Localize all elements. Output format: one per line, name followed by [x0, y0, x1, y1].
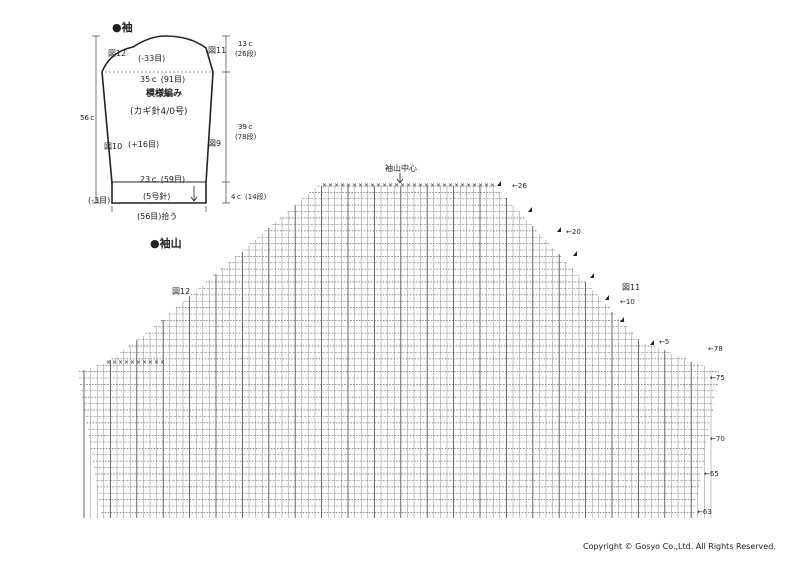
stitch-x-mark: × [400, 182, 405, 189]
stitch-x-mark: × [394, 182, 399, 189]
fig10-label: 図10 [104, 142, 123, 151]
cap-center-label: 袖山中心 [385, 164, 417, 173]
hook-label: (カギ針4/0号) [130, 107, 188, 117]
cuff-decrease: (-3目) [88, 196, 111, 205]
decrease-marker [590, 273, 594, 278]
row-number-label: ←78 [708, 345, 723, 353]
fig9-label: 図9 [208, 139, 222, 148]
stitch-x-mark: × [484, 182, 489, 189]
row-number-label: ←65 [704, 470, 719, 478]
stitch-x-mark: × [364, 182, 369, 189]
stitch-x-mark: × [340, 182, 345, 189]
stitch-x-mark: × [490, 182, 495, 189]
stitch-x-mark: × [454, 182, 459, 189]
stitch-x-mark: × [106, 359, 111, 366]
stitch-x-mark: × [382, 182, 387, 189]
top-dim-rows: (26段) [235, 50, 257, 58]
stitch-x-mark: × [352, 182, 357, 189]
decrease-marker [497, 181, 501, 186]
fig12-label: 図12 [108, 49, 127, 58]
decrease-marker [605, 295, 609, 300]
stitch-x-mark: × [388, 182, 393, 189]
stitch-x-mark: × [466, 182, 471, 189]
decrease-marker [620, 317, 624, 322]
bottom-dim: 4ｃ [231, 193, 243, 201]
chart-fig11-label: 図11 [622, 283, 641, 292]
stitch-x-mark: × [436, 182, 441, 189]
row-number-label: ←5 [659, 338, 670, 346]
stitch-x-mark: × [376, 182, 381, 189]
stitch-x-mark: × [472, 182, 477, 189]
stitch-x-mark: × [136, 359, 141, 366]
bottom-dim-rows: (14段) [245, 193, 267, 201]
row-number-label: ←70 [710, 435, 725, 443]
stitch-x-mark: × [442, 182, 447, 189]
stitch-x-mark: × [358, 182, 363, 189]
stitch-x-mark: × [148, 359, 153, 366]
top-width: 35ｃ (91目) [140, 75, 186, 84]
stitch-x-mark: × [370, 182, 375, 189]
decrease-marker [650, 340, 654, 345]
stitch-x-mark: × [112, 359, 117, 366]
stitch-x-mark: × [448, 182, 453, 189]
row-number-label: ←75 [710, 374, 725, 382]
stitch-x-mark: × [412, 182, 417, 189]
height-dim: 56ｃ [80, 114, 96, 122]
stitch-x-mark: × [124, 359, 129, 366]
mid-dim-rows: (78段) [235, 133, 257, 141]
row-number-label: ←63 [697, 508, 712, 516]
stitch-x-mark: × [130, 359, 135, 366]
bottom-width: 23ｃ (59目) [140, 175, 186, 184]
row-number-label: ←10 [620, 298, 635, 306]
fig11-label: 図11 [208, 46, 227, 55]
mid-dim: 39ｃ [238, 123, 254, 131]
decrease-marker [573, 251, 577, 256]
stitch-x-mark: × [424, 182, 429, 189]
chart-fig12-label: 図12 [172, 287, 191, 296]
stitch-x-mark: × [160, 359, 165, 366]
stitch-x-mark: × [346, 182, 351, 189]
decrease-marker [528, 207, 532, 212]
cuff-pickup: (56目)拾う [137, 212, 178, 221]
stitch-x-mark: × [142, 359, 147, 366]
stitch-x-mark: × [430, 182, 435, 189]
stitch-x-mark: × [154, 359, 159, 366]
stitch-x-mark: × [418, 182, 423, 189]
row-number-label: ←20 [566, 228, 581, 236]
stitch-x-mark: × [334, 182, 339, 189]
center-arrow [396, 173, 404, 184]
stitch-x-mark: × [406, 182, 411, 189]
sleeve-title: ●袖 [112, 21, 133, 34]
stitch-x-mark: × [118, 359, 123, 366]
row-number-label: ←26 [512, 182, 527, 190]
top-stitch-count: (-33目) [138, 54, 166, 63]
cuff-needle: (5号針) [143, 192, 171, 201]
top-dim: 13ｃ [238, 40, 254, 48]
decrease-marker [557, 227, 561, 232]
pattern-label: 模様編み [146, 89, 183, 99]
stitch-x-mark: × [460, 182, 465, 189]
chart-title: ●袖山 [150, 237, 182, 250]
copyright: Copyright © Gosyo Co.,Ltd. All Rights Re… [583, 542, 776, 551]
increase-label: (+16目) [128, 140, 160, 149]
stitch-x-mark: × [328, 182, 333, 189]
stitch-x-mark: × [478, 182, 483, 189]
stitch-x-mark: × [322, 182, 327, 189]
